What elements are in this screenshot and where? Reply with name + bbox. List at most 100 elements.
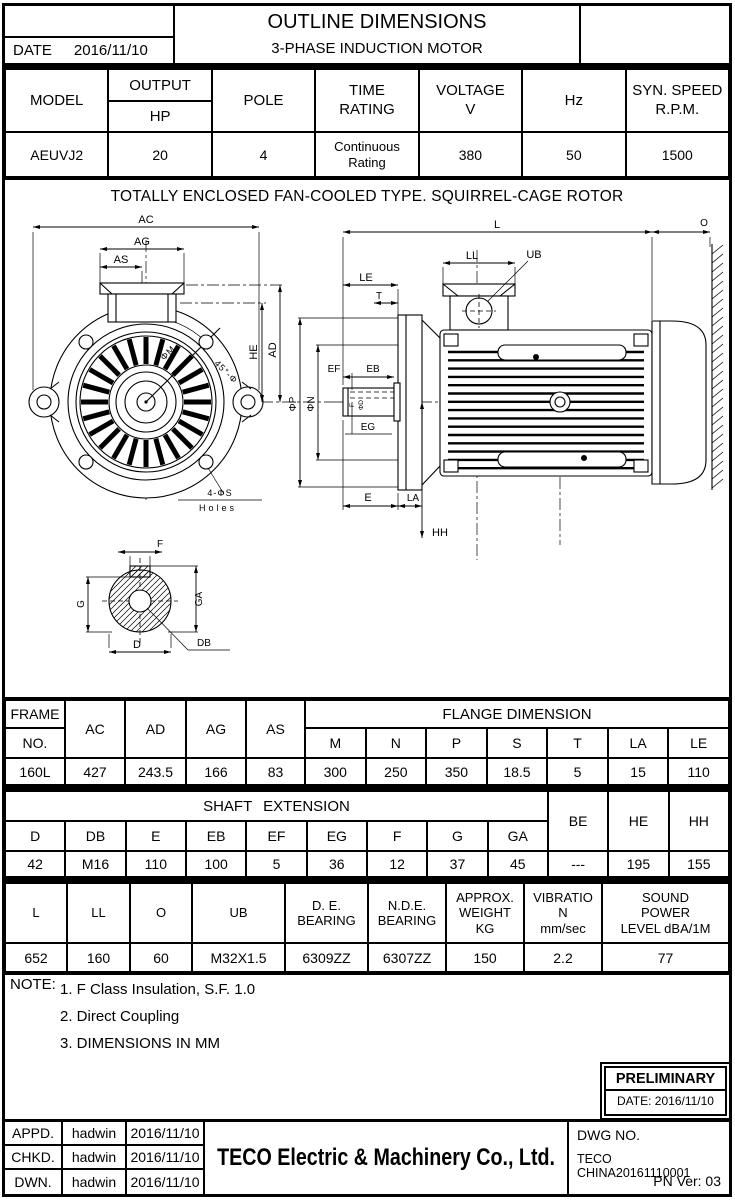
header-cell: F — [365, 820, 429, 852]
dim-label-4-holes: 4-ΦS — [207, 488, 232, 498]
value-cell: 300 — [304, 757, 367, 786]
header-cell: AC — [64, 699, 126, 759]
dim-label-e: E — [364, 492, 371, 504]
dwg-cell: DWG NO. TECO CHINA20161110001 PN Ver: 03 — [569, 1122, 729, 1194]
value-cell: 250 — [364, 757, 428, 786]
date-cell: DATE 2016/11/10 — [5, 38, 175, 63]
pn-version: PN Ver: 03 — [653, 1173, 721, 1189]
signer-name: hadwin — [63, 1170, 127, 1194]
value-cell: 18.5 — [485, 757, 549, 786]
value-cell: Continuous Rating — [314, 131, 420, 178]
header-cell: HP — [107, 100, 213, 133]
value-cell: 20 — [107, 131, 213, 178]
header-cell: AD — [124, 699, 187, 759]
value-cell: 380 — [417, 131, 524, 178]
fan-grill-slats — [81, 337, 211, 467]
sign-date: 2016/11/10 — [130, 1174, 200, 1190]
role-label: APPD. — [5, 1122, 63, 1144]
dim-label-he: HE — [248, 344, 260, 359]
dwg-no-value: TECO CHINA20161110001 — [577, 1152, 691, 1180]
note-line: 2. Direct Coupling — [60, 1008, 180, 1025]
dim-label-phi-d: ΦD — [358, 400, 365, 410]
company-name: TECO Electric & Machinery Co., Ltd. — [217, 1144, 555, 1171]
header-cell: D. E. BEARING — [284, 882, 369, 944]
dim-label-eb: EB — [366, 364, 380, 375]
value-cell: 6307ZZ — [367, 942, 447, 973]
sign-date: 2016/11/10 — [130, 1125, 200, 1141]
value-cell: 350 — [425, 757, 488, 786]
date-label: DATE — [13, 42, 52, 59]
dim-label-f-small: F — [349, 403, 356, 407]
value-cell: 150 — [445, 942, 525, 973]
value-cell: 42 — [3, 850, 67, 878]
dim-label-db: DB — [197, 638, 211, 649]
note-line: 1. F Class Insulation, S.F. 1.0 — [60, 981, 256, 998]
value-cell: 50 — [521, 131, 627, 178]
sign-date: 2016/11/10 — [130, 1149, 200, 1165]
signer-name: hadwin — [63, 1146, 127, 1168]
value-cell: AEUVJ2 — [3, 131, 110, 178]
header-cell: AS — [245, 699, 306, 759]
value-cell: 652 — [4, 942, 68, 973]
value-cell: 166 — [185, 757, 247, 786]
value-cell: 77 — [601, 942, 730, 973]
value-cell: --- — [546, 850, 610, 878]
flange-dimension-table: FRAME AC AD AG AS FLANGE DIMENSION NO. M… — [2, 697, 732, 788]
value-cell: 5 — [245, 850, 308, 878]
dim-label-t: T — [376, 291, 382, 302]
notes: NOTE: 1. F Class Insulation, S.F. 1.0 2.… — [2, 976, 622, 1057]
value-cell: 5 — [546, 757, 609, 786]
header-cell: Hz — [521, 68, 627, 133]
type-banner: TOTALLY ENCLOSED FAN-COOLED TYPE. SQUIRR… — [110, 187, 624, 205]
title-block: DATE 2016/11/10 OUTLINE DIMENSIONS 3-PHA… — [2, 3, 732, 66]
header-cell: N — [364, 727, 428, 759]
dim-label-l: L — [494, 219, 500, 231]
header-cell: O — [129, 882, 193, 944]
header-cell: FRAME — [4, 699, 66, 729]
empty-cell — [581, 6, 729, 63]
value-cell: 1500 — [624, 131, 731, 178]
value-cell: 243.5 — [124, 757, 187, 786]
empty-cell — [5, 6, 175, 38]
header-cell: SYN. SPEED R.P.M. — [624, 68, 731, 133]
header-cell: AG — [185, 699, 247, 759]
shaft-section: F G GA D DB — [76, 539, 230, 655]
signature-row: DWN. hadwin 2016/11/10 — [5, 1170, 203, 1194]
dim-label-phi-n: ΦN — [306, 396, 317, 411]
signature-table: APPD. hadwin 2016/11/10 CHKD. hadwin 201… — [5, 1122, 205, 1194]
dim-label-d: D — [133, 639, 141, 651]
dim-label-ag: AG — [134, 236, 150, 248]
signer-name: hadwin — [63, 1122, 127, 1144]
date-value: 2016/11/10 — [73, 42, 148, 59]
header-cell: NO. — [4, 727, 66, 759]
header-cell: T — [546, 727, 609, 759]
header-cell: HH — [667, 790, 731, 852]
signature-row: CHKD. hadwin 2016/11/10 — [5, 1146, 203, 1170]
sheet-subtitle: 3-PHASE INDUCTION MOTOR — [271, 40, 483, 57]
flange-dimension-title: FLANGE DIMENSION — [304, 699, 730, 729]
preliminary-date: DATE: 2016/11/10 — [617, 1094, 714, 1108]
dim-label-ll: LL — [466, 250, 478, 262]
header-cell: LE — [667, 727, 730, 759]
header-cell: E — [124, 820, 187, 852]
value-cell: 2.2 — [523, 942, 603, 973]
dwg-no-label: DWG NO. — [577, 1127, 640, 1143]
header-cell: DB — [64, 820, 127, 852]
dim-label-la: LA — [407, 493, 420, 504]
header-cell: M — [304, 727, 367, 759]
dim-label-eg: EG — [361, 422, 376, 433]
dim-label-f: F — [157, 539, 163, 550]
header-cell: EG — [305, 820, 368, 852]
dim-label-ub: UB — [526, 249, 541, 261]
front-view: AC AG AS HE AD ΦM 45°-Φ 4-ΦS Holes — [28, 214, 336, 513]
dim-label-o: O — [700, 218, 708, 229]
note-label: NOTE: — [10, 976, 56, 993]
note-line: 3. DIMENSIONS IN MM — [60, 1035, 221, 1052]
value-cell: 37 — [426, 850, 489, 878]
dim-label-ad: AD — [267, 342, 279, 357]
header-cell: N.D.E. BEARING — [367, 882, 447, 944]
role-label: CHKD. — [5, 1146, 63, 1168]
value-cell: 6309ZZ — [284, 942, 369, 973]
header-cell: LA — [606, 727, 670, 759]
header-cell: S — [485, 727, 549, 759]
